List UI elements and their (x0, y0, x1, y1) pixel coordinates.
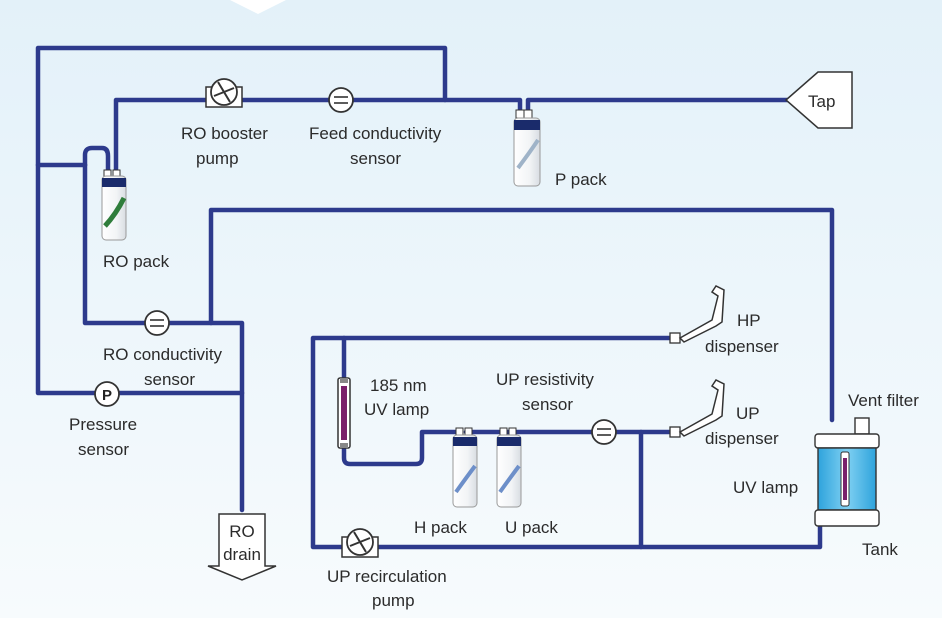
h-pack (452, 427, 478, 508)
p-pack-label: P pack (555, 170, 607, 189)
sensor-icon (328, 87, 354, 113)
uv-lamp-icon (843, 458, 847, 500)
ro-drain-label-1: RO (229, 522, 255, 541)
hp-dispenser (669, 285, 725, 344)
up-dispenser-label-1: UP (736, 404, 760, 423)
ro-conductivity-sensor-label-1: RO conductivity (103, 345, 223, 364)
dispenser-icon (678, 379, 725, 437)
ro-drain-label-2: drain (223, 545, 261, 564)
uv-lamp-185-label-2: UV lamp (364, 400, 429, 419)
pressure-sensor-label-2: sensor (78, 440, 129, 459)
ro-booster-pump-label-2: pump (196, 149, 239, 168)
ro-conductivity-sensor (144, 310, 170, 336)
tank (814, 417, 880, 527)
feed-conductivity-sensor (328, 87, 354, 113)
up-resistivity-sensor (591, 419, 617, 445)
h-pack-label: H pack (414, 518, 467, 537)
up-resistivity-sensor-label-2: sensor (522, 395, 573, 414)
up-dispenser-label-2: dispenser (705, 429, 779, 448)
ro-booster-pump (205, 78, 243, 108)
feed-conductivity-sensor-label-1: Feed conductivity (309, 124, 442, 143)
hp-dispenser-label-1: HP (737, 311, 761, 330)
tap-inlet: Tap (784, 71, 853, 129)
up-resistivity-sensor-label-1: UP resistivity (496, 370, 594, 389)
uv-lamp-185-label-1: 185 nm (370, 376, 427, 395)
cartridge-icon (513, 117, 541, 187)
uv-lamp-185nm (337, 377, 351, 449)
tap-label: Tap (808, 92, 835, 111)
pipes (35, 45, 835, 550)
ro-booster-pump-label-1: RO booster (181, 124, 268, 143)
ro-pack (101, 169, 127, 241)
up-recirculation-pump-label-2: pump (372, 591, 415, 610)
up-recirculation-pump-label-1: UP recirculation (327, 567, 447, 586)
u-pack (496, 427, 522, 508)
pressure-sensor-label-1: Pressure (69, 415, 137, 434)
pressure-gauge-icon (94, 381, 120, 407)
u-pack-label: U pack (505, 518, 558, 537)
vent-filter-icon (854, 417, 870, 435)
drain-arrow (207, 513, 277, 581)
sensor-icon (144, 310, 170, 336)
feed-conductivity-sensor-label-2: sensor (350, 149, 401, 168)
vent-filter-label: Vent filter (848, 391, 919, 410)
ro-conductivity-sensor-label-2: sensor (144, 370, 195, 389)
hp-dispenser-label-2: dispenser (705, 337, 779, 356)
ro-pack-label: RO pack (103, 252, 170, 271)
dispenser-icon (678, 285, 725, 343)
tank-label: Tank (862, 540, 898, 559)
ro-drain: RO drain (207, 513, 277, 581)
up-recirculation-pump (341, 528, 379, 558)
pressure-symbol: P (102, 387, 112, 404)
tap-arrow (784, 71, 853, 129)
sensor-icon (591, 419, 617, 445)
up-dispenser (669, 379, 725, 438)
p-pack (513, 109, 541, 187)
uv-lamp-label: UV lamp (733, 478, 798, 497)
pressure-sensor: P (94, 381, 120, 407)
